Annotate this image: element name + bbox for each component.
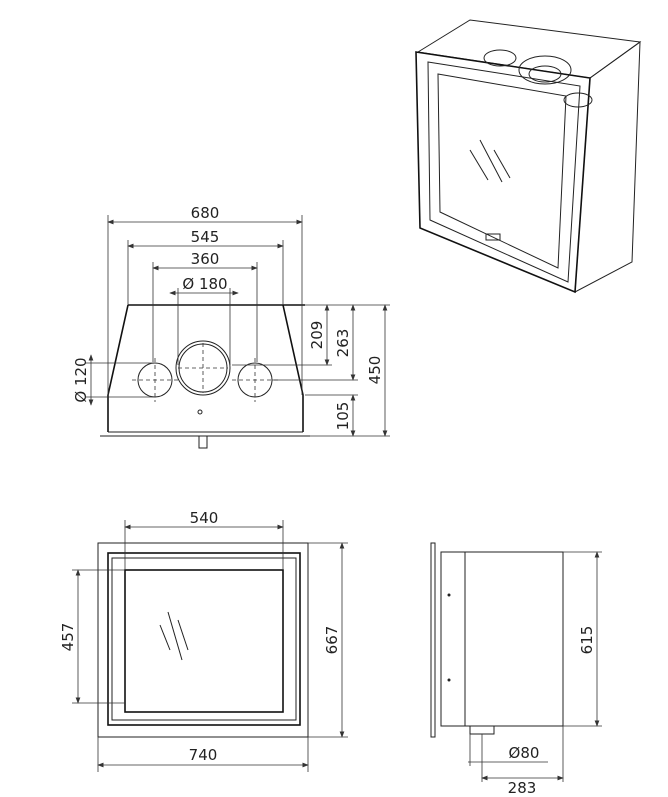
dim-flue-diameter-label: Ø 180 (182, 275, 227, 293)
dim-263-label: 263 (334, 329, 352, 358)
front-view: 540 457 667 740 (59, 509, 348, 772)
isometric-view (415, 19, 642, 294)
dim-209-label: 209 (308, 321, 326, 350)
dim-outlet-diameter-label: Ø 120 (72, 357, 90, 402)
dim-450-label: 450 (366, 356, 384, 385)
dim-615-label: 615 (578, 626, 596, 655)
dim-457-label: 457 (59, 623, 77, 652)
dim-105-label: 105 (334, 402, 352, 431)
dim-740-label: 740 (189, 746, 218, 764)
dim-air-inlet-label: Ø80 (509, 744, 540, 762)
side-view: 615 Ø80 283 (430, 542, 602, 797)
dim-680-label: 680 (191, 204, 220, 222)
dim-667-label: 667 (323, 626, 341, 655)
top-view: 680 545 360 Ø 180 209 263 450 105 Ø 120 (72, 204, 390, 449)
dim-540-label: 540 (190, 509, 219, 527)
dim-545-label: 545 (191, 228, 220, 246)
dim-360-label: 360 (191, 250, 220, 268)
dim-283-label: 283 (508, 779, 537, 797)
